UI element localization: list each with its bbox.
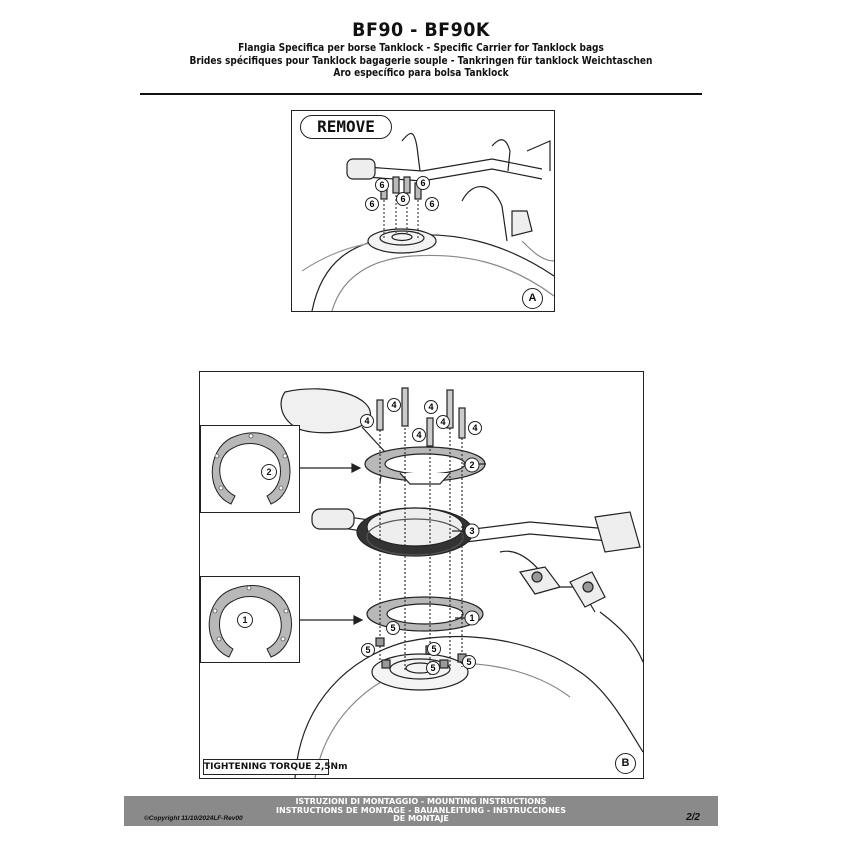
callout-b-spacer-5-text: 5 — [430, 663, 435, 673]
callout-a-4-text: 6 — [420, 178, 425, 188]
callout-b-screw-2-text: 4 — [391, 400, 396, 410]
callout-a-4 — [416, 176, 430, 190]
subtitle-line-3: Aro específico para bolsa Tanklock — [333, 66, 509, 79]
ring-1-drawing — [208, 585, 292, 658]
panel-b-letter: B — [615, 753, 636, 774]
callout-b-part-1 — [464, 610, 480, 626]
inset-2-callout: 2 — [261, 464, 277, 480]
callout-a-1-text: 6 — [379, 180, 384, 190]
header-divider — [140, 93, 702, 95]
callout-b-spacer-1-text: 5 — [390, 623, 395, 633]
subtitle-line-2: Brides spécifiques pour Tanklock bagager… — [189, 53, 653, 67]
callout-b-screw-6-text: 4 — [472, 423, 477, 433]
document-header: BF90 - BF90K Flangia Specifica per borse… — [0, 18, 842, 80]
callout-b-spacer-2 — [361, 643, 375, 657]
callout-a-5-text: 6 — [429, 199, 434, 209]
footer-instructions: ISTRUZIONI DI MONTAGGIO - MOUNTING INSTR… — [124, 797, 718, 824]
callout-b-part-1-text: 1 — [469, 613, 474, 623]
callout-a-5 — [425, 197, 439, 211]
callout-b-spacer-3 — [427, 642, 441, 656]
callout-b-spacer-2-text: 5 — [365, 645, 370, 655]
callout-b-screw-3 — [424, 400, 438, 414]
callout-b-spacer-5 — [426, 661, 440, 675]
callout-b-part-3-text: 3 — [469, 526, 474, 536]
inset-ring-2-detail — [200, 425, 300, 513]
footer-copyright: ©Copyright 11/10/2024LF-Rev00 — [144, 815, 243, 822]
panel-a-illustration: 6 6 6 6 6 — [301, 132, 554, 311]
ring-2-drawing — [211, 432, 291, 505]
callout-b-spacer-4-text: 5 — [466, 657, 471, 667]
callout-b-part-2-text: 2 — [469, 460, 474, 470]
callout-a-3 — [396, 192, 410, 206]
footer-bar: ISTRUZIONI DI MONTAGGIO - MOUNTING INSTR… — [124, 796, 718, 826]
document-title: BF90 - BF90K — [352, 19, 490, 41]
callout-a-3-text: 6 — [400, 194, 405, 204]
callout-b-part-3 — [464, 523, 480, 539]
callout-b-screw-5-text: 4 — [440, 417, 445, 427]
callout-b-spacer-3-text: 5 — [431, 644, 436, 654]
panel-a-letter: A — [522, 288, 543, 309]
callout-b-screw-2 — [387, 398, 401, 412]
footer-line-3: DE MONTAJE — [393, 814, 449, 824]
panel-a-removal-diagram: 6 6 6 6 6 REMOVE A — [291, 110, 555, 312]
callout-b-screw-1-text: 4 — [364, 416, 369, 426]
callout-b-screw-1 — [360, 414, 374, 428]
tightening-torque-label: TIGHTENING TORQUE 2,5Nm — [203, 759, 347, 775]
callout-b-screw-4 — [412, 428, 426, 442]
callout-b-spacer-1 — [386, 621, 400, 635]
callout-b-screw-4-text: 4 — [416, 430, 421, 440]
footer-line-2: INSTRUCTIONS DE MONTAGE - BAUANLEITUNG -… — [275, 805, 566, 815]
footer-line-1: ISTRUZIONI DI MONTAGGIO - MOUNTING INSTR… — [295, 797, 547, 806]
subtitle-line-1: Flangia Specifica per borse Tanklock - S… — [238, 41, 604, 54]
callout-a-2-text: 6 — [369, 199, 374, 209]
callout-a-2 — [365, 197, 379, 211]
callout-b-part-2 — [464, 457, 480, 473]
callout-b-screw-5 — [436, 415, 450, 429]
inset-1-callout: 1 — [237, 612, 253, 628]
callout-b-spacer-4 — [462, 655, 476, 669]
callout-b-screw-3-text: 4 — [428, 402, 433, 412]
callout-b-screw-6 — [468, 421, 482, 435]
footer-page-number: 2/2 — [686, 812, 700, 823]
callout-a-1 — [375, 178, 389, 192]
remove-label: REMOVE — [300, 115, 392, 139]
